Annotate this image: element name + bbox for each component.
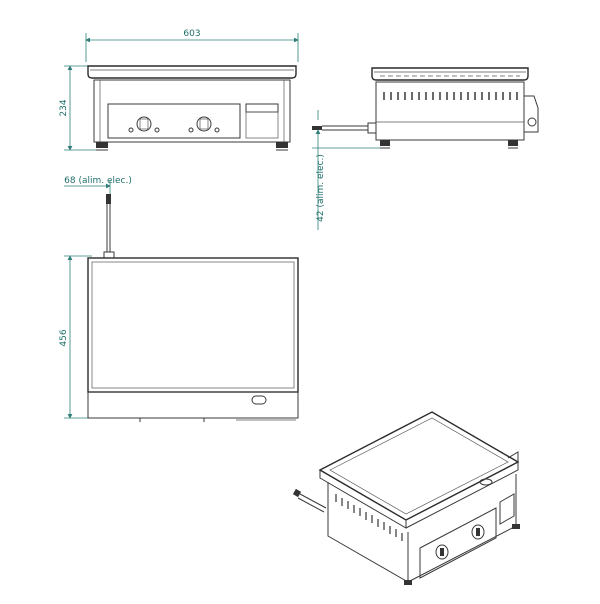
ventilation-slots xyxy=(383,92,518,100)
foot-right xyxy=(276,142,288,148)
body-front xyxy=(93,79,291,143)
cable-depth-label: 68 (alim. elec.) xyxy=(64,176,132,186)
side-plate xyxy=(371,67,529,81)
iso-griddle-plate xyxy=(318,411,520,521)
iso-body-front xyxy=(407,474,517,583)
knob-right xyxy=(188,116,220,133)
iso-control-panel xyxy=(419,507,497,579)
cable-height-dimension: 42 (alim. elec.) xyxy=(312,110,380,230)
drain-hole xyxy=(251,395,267,405)
foot-left xyxy=(96,142,108,148)
isometric-view xyxy=(292,411,520,585)
depth-dimension: 456 xyxy=(59,255,92,419)
iso-drip-tray xyxy=(499,493,515,525)
height-label: 234 xyxy=(59,99,69,116)
side-body xyxy=(375,81,525,141)
iso-knob-right xyxy=(471,524,485,540)
width-label: 603 xyxy=(183,29,200,39)
side-drip-tray xyxy=(524,95,539,133)
height-dimension: 234 xyxy=(59,65,96,151)
control-panel xyxy=(107,103,241,139)
iso-front-edge xyxy=(319,470,407,529)
side-view: 42 (alim. elec.) xyxy=(312,67,539,230)
top-griddle-surface xyxy=(87,257,299,393)
width-dimension: 603 xyxy=(85,29,299,62)
cable-height-label: 42 (alim. elec.) xyxy=(316,154,326,222)
power-cable-iso xyxy=(292,488,327,513)
front-view: 603 234 xyxy=(59,29,299,151)
griddle-plate xyxy=(87,65,297,79)
iso-drain-hole xyxy=(479,478,493,486)
cable-depth-dimension: 68 (alim. elec.) xyxy=(64,176,132,196)
iso-knob-left xyxy=(435,544,449,560)
iso-vent-slots xyxy=(335,494,403,541)
power-cable-side xyxy=(312,122,377,134)
iso-body-left xyxy=(327,482,409,583)
depth-label: 456 xyxy=(59,329,69,346)
iso-foot-front xyxy=(404,580,412,585)
top-front-strip xyxy=(87,391,299,419)
side-knob xyxy=(527,117,537,127)
iso-foot-right xyxy=(512,524,520,529)
power-cable-top xyxy=(103,194,115,259)
drip-tray xyxy=(245,103,279,113)
side-foot-left xyxy=(380,140,390,146)
knob-left xyxy=(128,116,160,133)
top-view: 68 (alim. elec.) 456 xyxy=(59,176,299,422)
side-foot-right xyxy=(508,140,518,146)
